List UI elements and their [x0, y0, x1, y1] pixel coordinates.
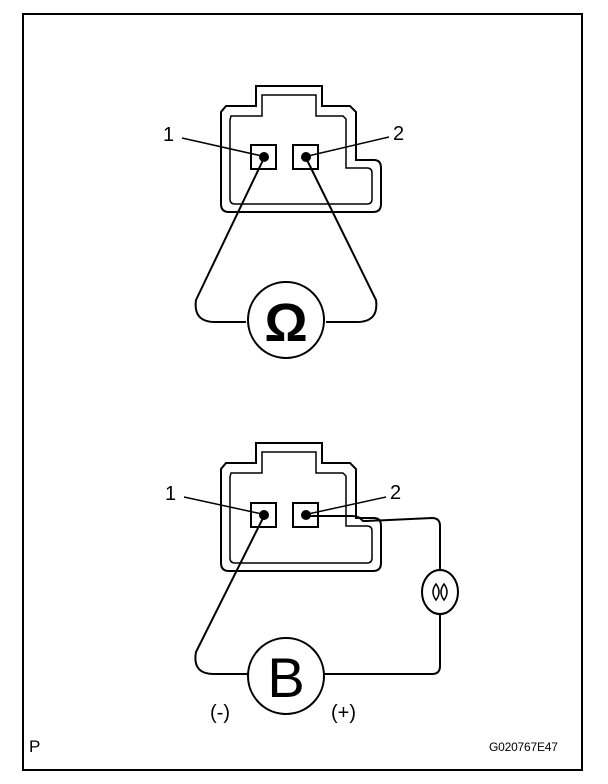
bottom-terminal-1-pin — [259, 510, 269, 520]
ohm-symbol: Ω — [264, 293, 307, 353]
battery — [247, 637, 325, 715]
bottom-pin-label-1: 1 — [165, 483, 176, 505]
top-lead-right — [305, 157, 378, 323]
top-leader-1 — [181, 137, 263, 157]
top-pin-label-2: 2 — [393, 123, 404, 145]
bottom-lead-return — [322, 614, 441, 675]
bottom-lead-positive — [306, 515, 441, 570]
bottom-pin-label-2: 2 — [390, 482, 401, 504]
top-terminal-1-pin — [259, 152, 269, 162]
panel-letter: P — [29, 737, 41, 756]
figure-code: G020767E47 — [489, 740, 558, 754]
test-lamp — [421, 569, 459, 615]
top-diagram: 1 2 Ω — [163, 85, 404, 359]
top-pin-label-1: 1 — [163, 124, 174, 146]
battery-symbol: B — [267, 646, 304, 709]
bottom-terminal-1 — [250, 502, 277, 528]
top-connector-inner — [229, 94, 373, 205]
bottom-diagram: 1 2 B (-) (+) — [165, 442, 459, 724]
top-terminal-2-pin — [301, 152, 311, 162]
figure-frame — [22, 13, 583, 771]
bottom-leader-2 — [307, 496, 387, 515]
bottom-leader-1 — [183, 496, 263, 515]
top-lead-left — [194, 157, 265, 323]
top-leader-2 — [307, 136, 390, 157]
top-terminal-2 — [292, 144, 319, 170]
lamp-filament-icon — [432, 582, 448, 602]
positive-label: (+) — [331, 702, 356, 724]
bottom-lead-negative — [194, 515, 265, 675]
negative-label: (-) — [210, 702, 230, 724]
ohmmeter — [247, 281, 325, 359]
bottom-connector-inner — [229, 451, 373, 564]
